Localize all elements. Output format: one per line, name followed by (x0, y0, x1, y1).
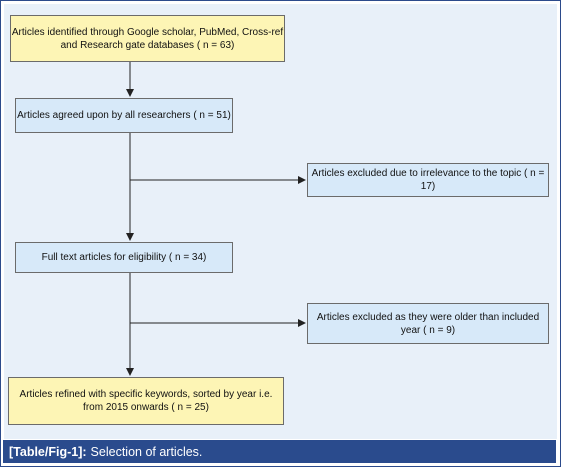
box-articles-refined-text: Articles refined with specific keywords,… (19, 389, 273, 413)
box-full-text-eligibility-text: Full text articles for eligibility ( n =… (41, 252, 207, 263)
box-articles-agreed-text: Articles agreed upon by all researchers … (17, 110, 231, 121)
box-excluded-older-text: Articles excluded as they were older tha… (316, 311, 540, 336)
box-excluded-older: Articles excluded as they were older tha… (307, 303, 549, 344)
box-articles-agreed: Articles agreed upon by all researchers … (15, 98, 233, 133)
box-full-text-eligibility: Full text articles for eligibility ( n =… (15, 242, 233, 273)
figure-caption: [Table/Fig-1]: Selection of articles. (3, 440, 556, 463)
caption-text: Selection of articles. (90, 444, 203, 459)
box-articles-identified: Articles identified through Google schol… (10, 15, 285, 62)
caption-label: [Table/Fig-1]: (9, 444, 87, 459)
box-excluded-irrelevance: Articles excluded due to irrelevance to … (307, 163, 549, 197)
box-excluded-irrelevance-text: Articles excluded due to irrelevance to … (311, 168, 545, 192)
diagram-panel (4, 4, 557, 439)
box-articles-identified-text: Articles identified through Google schol… (11, 26, 284, 51)
box-articles-refined: Articles refined with specific keywords,… (8, 377, 284, 425)
